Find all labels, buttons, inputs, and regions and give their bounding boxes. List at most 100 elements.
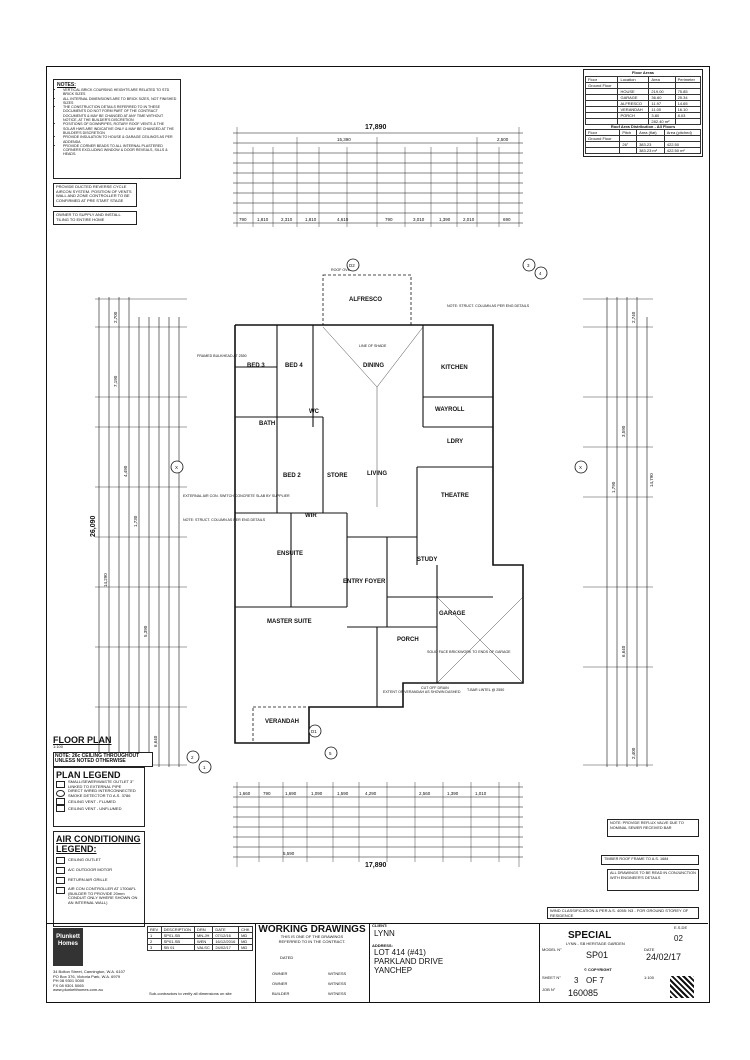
dim-label: 790	[263, 791, 271, 796]
legend-item: CEILING VENT - FLUMED	[56, 798, 142, 806]
legend-text: DIRECT WIRED INTERCONNECTED SMOKE DETECT…	[68, 788, 136, 798]
wind-class-note: WIND CLASSIFICATION & PER A.S. 4055: N3 …	[547, 907, 699, 919]
room-dining: DINING	[363, 363, 384, 369]
timber-note: TIMBER ROOF FRAME TO A.S. 1684	[601, 855, 699, 865]
ceiling-note: NOTE: 26c CEILING THROUGHOUT UNLESS NOTE…	[53, 751, 153, 768]
roof-areas-grid: Floor Pitch Area (flat) Area (pitched) G…	[584, 129, 702, 155]
date-value: 24/02/17	[646, 952, 682, 962]
job-number: 160085	[568, 988, 599, 998]
dim-label: 2,740	[631, 311, 636, 323]
section-marker: X	[579, 465, 582, 470]
room-store: STORE	[327, 473, 348, 479]
annotation: NOTE: STRUCT. COLUMN AS PER ENG DETAILS	[447, 304, 530, 308]
dim-label: 1,590	[337, 791, 349, 796]
dim-label: 1,390	[439, 217, 451, 222]
dim-label: 6,640	[621, 645, 626, 657]
plan-legend: PLAN LEGEND SMALL/SEWER/WASTE OUTLET 3" …	[53, 767, 145, 827]
witness-label-2: WITNESS	[328, 981, 347, 986]
dim-label: 1,010	[475, 791, 487, 796]
room-porch: PORCH	[397, 637, 419, 643]
dim-label: 1,090	[311, 791, 323, 796]
legend-text: A/C OUTDOOR MOTOR	[68, 867, 113, 873]
model-number: SP01	[586, 950, 609, 960]
room-wc: WC	[309, 409, 320, 415]
owner-note-text: OWNER TO SUPPLY AND INSTALL TILING TO EN…	[56, 212, 121, 222]
dim-label: 790	[385, 217, 393, 222]
working-drawings-title: WORKING DRAWINGS	[258, 924, 366, 935]
company-address: 34 Bolton Street, Cannington, W.A. 6107 …	[53, 969, 143, 993]
smoke-detector-icon	[56, 790, 65, 798]
section-marker: D2	[349, 263, 355, 268]
room-wir: WIR	[305, 513, 317, 519]
sheet-of: OF 7	[586, 976, 604, 985]
room-entry-foyer: ENTRY FOYER	[343, 579, 386, 585]
cell: 422.50 m²	[663, 147, 702, 155]
annotation: NOTE: STRUCT. COLUMN AS PER ENG DETAILS	[183, 518, 266, 522]
notes-title: NOTES:	[57, 82, 76, 88]
section-marker: 3	[527, 263, 530, 268]
room-wayroll: WAYROLL	[435, 407, 465, 413]
floor-plan-title: FLOOR PLAN	[53, 735, 112, 745]
dim-left-overall: 26,090	[90, 515, 97, 537]
address-line: www.plunketthomes.com.au	[53, 987, 103, 993]
vent-flumed-icon	[56, 798, 65, 806]
drawing-sheet: NOTES: VERTICAL BRICK COURSING HEIGHTS A…	[46, 66, 710, 1003]
address-label: ADDRESS:	[372, 942, 393, 948]
plan-legend-title: PLAN LEGEND	[56, 770, 121, 780]
dated-label: DATED	[280, 955, 294, 960]
dim-label: 4,490	[123, 465, 128, 477]
dim-label: 1,660	[239, 791, 251, 796]
design-name: SPECIAL	[568, 930, 612, 941]
qr-code-icon	[670, 976, 694, 998]
job-label: JOB N°	[542, 987, 556, 992]
dim-label: 4,290	[365, 791, 377, 796]
cell: 3	[147, 944, 162, 951]
annotation: EXTERNAL AIR CON. SWITCH CONCRETE SLAB B…	[183, 494, 290, 498]
roof-area-title: Roof Area Distribution - All Floors	[610, 123, 676, 129]
cell	[584, 117, 619, 125]
address-line: PH 08 9301 5000	[53, 978, 85, 984]
working-drawings-panel: WORKING DRAWINGS THIS IS ONE OF THE DRAW…	[255, 924, 368, 1002]
ese-label: E.S.DE	[674, 925, 688, 930]
section-marker: X	[175, 465, 178, 470]
annotation: FRAMED BULKHEAD AT 2550	[197, 354, 247, 358]
sheet-label: SHEET N°	[542, 975, 561, 980]
annotation: CUT OFF DRAIN	[421, 686, 449, 690]
table-row: 282.40 m²	[584, 117, 702, 125]
section-marker: D1	[311, 729, 317, 734]
legend-text: SMALL/SEWER/WASTE OUTLET 3" LINKED TO EX…	[68, 779, 134, 789]
notes-list: VERTICAL BRICK COURSING HEIGHTS ARE RELA…	[57, 88, 177, 157]
sub-contractor-note: Sub-contractors to verify all dimensions…	[149, 991, 232, 996]
cell: 16/12/2016	[212, 938, 240, 945]
address-line: FX 08 9301 5065	[53, 982, 84, 988]
dim-bottom-overall: 17,890	[365, 862, 387, 869]
dim-label: 3,590	[621, 425, 626, 437]
design-sub: LYNN - SB HERITAGE GARDEN	[566, 941, 625, 946]
revision-number: 02	[674, 934, 683, 943]
annotation: T-BAR LINTEL @ 2550	[467, 688, 504, 692]
room-bed4: BED 4	[285, 363, 303, 369]
note-item: VERTICAL BRICK COURSING HEIGHTS ARE RELA…	[63, 88, 177, 97]
witness-label-3: WITNESS	[328, 991, 347, 996]
company-logo: Plunkett Homes	[53, 928, 83, 966]
outdoor-motor-icon	[56, 867, 65, 874]
cell: VALSC	[193, 944, 214, 951]
notes-box: NOTES: VERTICAL BRICK COURSING HEIGHTS A…	[53, 79, 181, 179]
dim-label: 1,690	[285, 791, 297, 796]
dim-right-a: 14,790	[649, 473, 654, 487]
address-line-1: LOT 414 (#41)	[374, 948, 426, 958]
room-study: STUDY	[417, 557, 437, 563]
dim-label: 1,730	[133, 515, 138, 527]
dim-label: 2,400	[631, 747, 636, 759]
legend-item: SMALL/SEWER/WASTE OUTLET 3" LINKED TO EX…	[56, 779, 142, 789]
floor-areas-title: Floor Areas	[631, 70, 655, 75]
reflux-note: NOTE: PROVIDE REFLUX VALVE DUE TO NOMINA…	[607, 819, 699, 837]
date-label: DATE	[644, 947, 655, 952]
floor-plan-label: FLOOR PLAN 1:100 NOTE: 26c CEILING THROU…	[53, 735, 153, 768]
dim-bottom-a: 5,590	[283, 851, 295, 856]
room-master-suite: MASTER SUITE	[267, 619, 312, 625]
annotation: ROOF OVER	[331, 268, 353, 272]
